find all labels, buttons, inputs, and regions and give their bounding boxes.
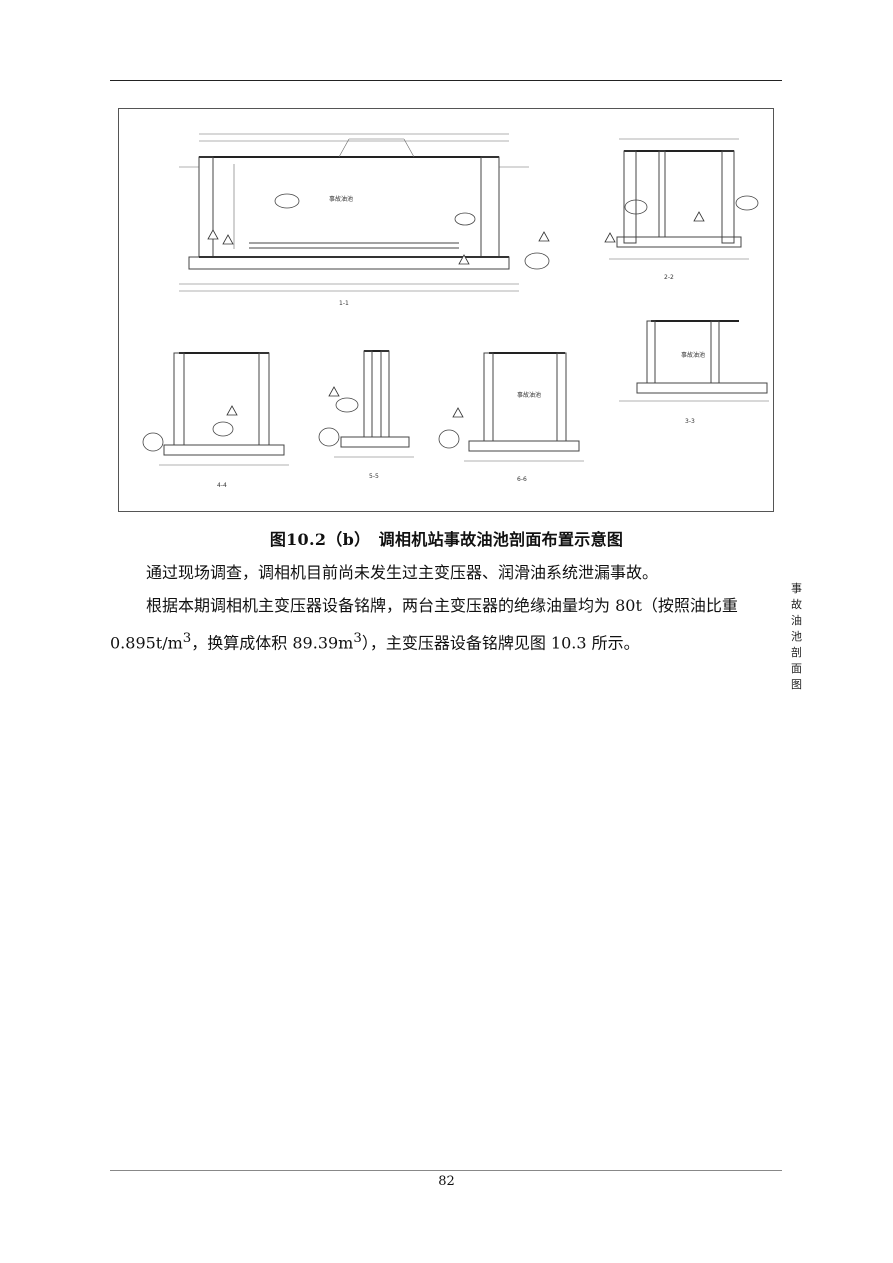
- section-drawing: 事故油池 1-1 2-2: [142, 133, 769, 489]
- paragraph-1: 通过现场调查，调相机目前尚未发生过主变压器、润滑油系统泄漏事故。: [146, 563, 659, 582]
- paragraph-2-text-1: 根据本期调相机主变压器设备铭牌，两台主变压器的绝缘油量均为 80t（按照油比重 …: [110, 596, 738, 653]
- footer-rule: [110, 1170, 782, 1171]
- section-5-5-drawing: 5-5: [318, 350, 414, 480]
- section-3-3-drawing: 事故油池 3-3: [619, 320, 769, 425]
- svg-text:3-3: 3-3: [685, 418, 695, 425]
- superscript-1: 3: [182, 631, 192, 646]
- svg-text:1-1: 1-1: [339, 300, 349, 307]
- page-number: 82: [438, 1174, 455, 1189]
- paragraph-2-text-2: ，换算成体积 89.39m: [191, 633, 354, 653]
- section-6-6-drawing: 事故油池 6-6: [438, 352, 584, 483]
- svg-text:5-5: 5-5: [369, 473, 379, 480]
- superscript-2: 3: [353, 631, 362, 646]
- section-1-1-drawing: 事故油池 1-1: [179, 133, 550, 307]
- section-2-2-drawing: 2-2: [604, 138, 759, 281]
- header-rule: [110, 80, 782, 81]
- svg-text:6-6: 6-6: [517, 476, 527, 483]
- svg-text:4-4: 4-4: [217, 482, 227, 489]
- figure-caption: 图10.2（b） 调相机站事故油池剖面布置示意图: [269, 530, 624, 549]
- svg-text:2-2: 2-2: [664, 274, 674, 281]
- paragraph-2-text-3: ），主变压器设备铭牌见图 10.3 所示。: [361, 633, 640, 653]
- svg-text:事故油池: 事故油池: [681, 351, 705, 359]
- paragraph-2: 根据本期调相机主变压器设备铭牌，两台主变压器的绝缘油量均为 80t（按照油比重 …: [110, 589, 782, 659]
- svg-text:事故油池: 事故油池: [517, 391, 541, 399]
- svg-text:事故油池: 事故油池: [329, 195, 353, 203]
- drawing-title: 事故油池剖面图: [791, 582, 802, 691]
- section-4-4-drawing: 4-4: [142, 352, 289, 489]
- figure-drawing: 事故油池 1-1 2-2: [118, 108, 802, 691]
